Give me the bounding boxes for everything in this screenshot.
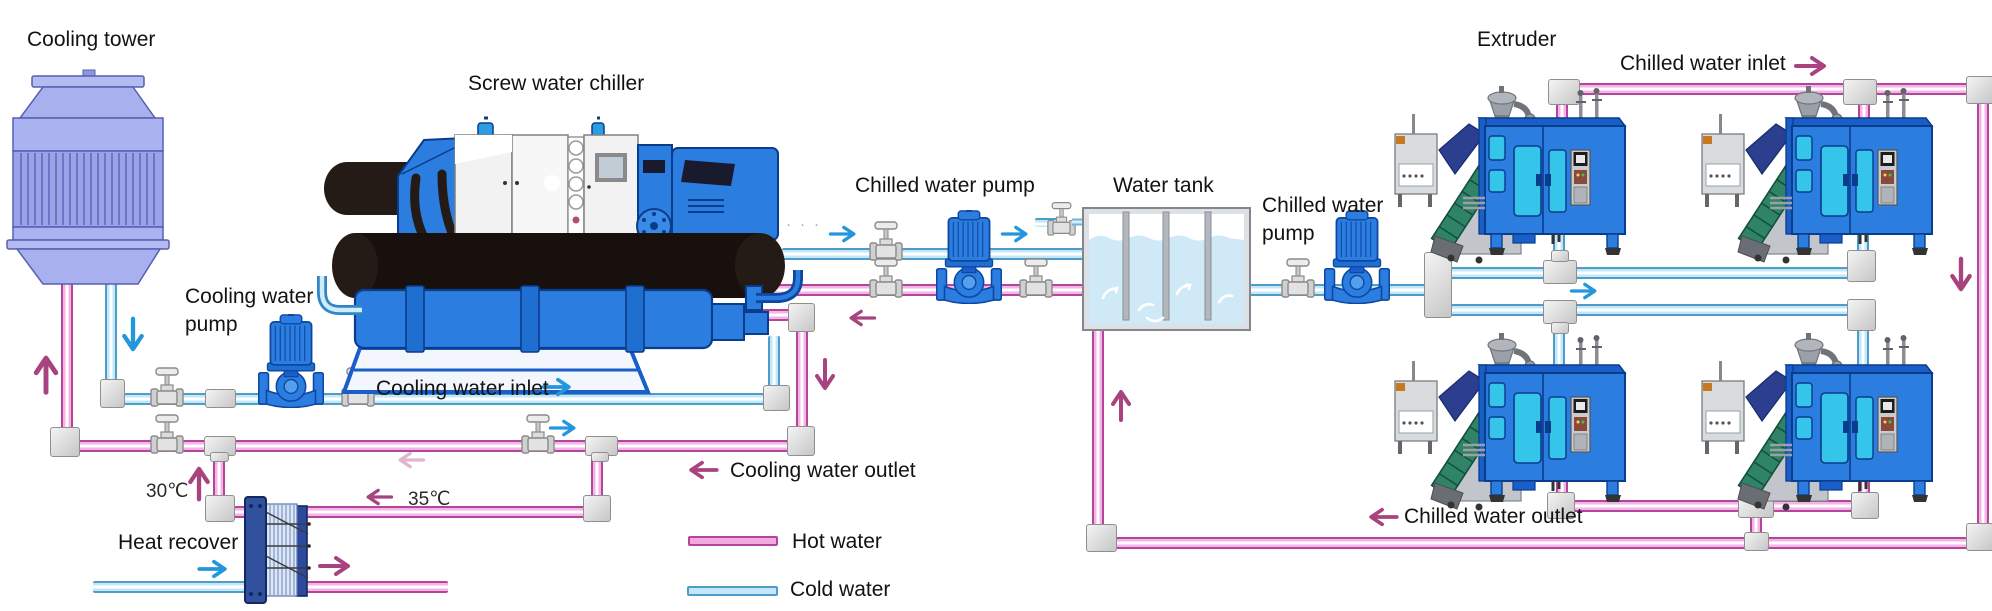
valve-cooling-inlet-1: [150, 365, 184, 407]
chilled-outlet-manifold: [1098, 537, 1982, 549]
label-extruder: Extruder: [1477, 28, 1557, 51]
legend-swatch-cold-water: [687, 586, 778, 596]
pipe-elbow: [205, 495, 235, 522]
tower-cold-downpipe: [105, 280, 117, 388]
flow-arrow-chilled-inlet: [1791, 54, 1831, 78]
pipe-elbow: [1851, 492, 1879, 519]
pipe-elbow: [1847, 299, 1876, 331]
flow-arrow-bypass: [548, 418, 578, 438]
cooling-tower-unit: [6, 69, 170, 285]
label-chilled-water-pump-2: Chilled water pump: [1262, 194, 1384, 246]
extruder-supply-manifold-lower: [1440, 304, 1860, 316]
label-water-tank: Water tank: [1113, 174, 1214, 197]
flow-arrow-30c: [186, 463, 212, 503]
valve-cooling-outlet-1: [150, 412, 184, 454]
valve-tank-outlet: [1281, 256, 1315, 298]
extruder-lr-feed: [1857, 326, 1869, 372]
pipe-elbow: [1547, 492, 1575, 519]
recover-35c-pipe: [220, 506, 598, 518]
label-heat-recover: Heat recover: [118, 531, 239, 554]
pipe-tee: [1543, 300, 1577, 324]
valve-return-left: [869, 256, 903, 298]
pipe-tee-stub: [1551, 322, 1569, 334]
label-cooling-tower: Cooling tower: [27, 28, 156, 51]
extruder-upper-left: [1393, 86, 1628, 266]
extruder-lower-left: [1393, 333, 1628, 513]
label-temp-30: 30℃: [146, 481, 189, 502]
valve-chilled-supply: [869, 219, 903, 261]
tower-hot-riser: [61, 282, 73, 435]
water-tank-unit: [1082, 207, 1251, 331]
flow-arrow-right-riser: [1948, 254, 1974, 296]
label-cooling-water-pump: Cooling water pump: [185, 285, 314, 337]
pipe-elbow: [1966, 76, 1992, 104]
pipe-tee: [1543, 260, 1577, 284]
extruder-ll-feed: [1553, 322, 1565, 372]
pipe-elbow: [583, 495, 611, 522]
flow-arrow-recover-in: [196, 558, 230, 580]
pipe-tee-stub: [1551, 250, 1569, 262]
pipe-tee: [1548, 79, 1580, 105]
flow-arrow-recover-out: [317, 554, 353, 578]
label-screw-chiller: Screw water chiller: [468, 72, 645, 95]
pipe-elbow: [100, 379, 125, 408]
flow-arrow-down-tower: [120, 315, 146, 355]
heat-recover-unit: [244, 496, 311, 604]
flow-arrow-chilled-outlet: [1364, 506, 1402, 528]
label-temp-35: 35℃: [408, 489, 451, 510]
flow-arrow-35c: [361, 487, 397, 507]
flow-arrow-up-tower: [31, 352, 61, 396]
chilled-supply-pipe: [782, 248, 1085, 260]
heat-recover-cold-inlet: [93, 581, 255, 593]
chiller-hot-downleg: [796, 326, 808, 436]
extruder-lower-right: [1700, 333, 1935, 513]
pipe-elbow: [1966, 523, 1992, 551]
tank-bottom-riser: [1092, 330, 1104, 532]
label-cooling-water-inlet: Cooling water inlet: [376, 377, 549, 400]
label-chilled-water-outlet: Chilled water outlet: [1404, 505, 1583, 528]
flow-arrow-return: [843, 308, 881, 328]
flow-arrow-chiller-down: [813, 356, 837, 394]
chiller-condenser-riser: [768, 336, 780, 398]
label-chilled-water-inlet: Chilled water inlet: [1620, 52, 1786, 75]
legend-label-hot-water: Hot water: [792, 530, 882, 553]
recover-30c-riser: [213, 452, 225, 504]
pipe-tee: [1843, 79, 1877, 105]
screw-water-chiller-unit: [317, 116, 803, 394]
pipe-tee-stub: [210, 452, 229, 462]
pipe-elbow: [1847, 250, 1876, 282]
dotted-line-decoration: ···: [786, 216, 828, 233]
pipe-tee-stub: [591, 452, 609, 462]
flow-arrow-faint-left: [396, 450, 426, 470]
pipe-coupling: [1744, 532, 1769, 551]
chilled-water-pump-unit-1: [936, 210, 1002, 304]
pipe-elbow: [1086, 524, 1117, 552]
legend-label-cold-water: Cold water: [790, 578, 891, 601]
legend-swatch-hot-water: [688, 536, 778, 546]
flow-arrow-supply-2: [999, 224, 1031, 244]
flow-arrow-extruder-supply: [1569, 281, 1599, 301]
pipe-elbow: [788, 303, 815, 332]
extruder-supply-manifold-upper: [1440, 267, 1860, 279]
pipe-elbow: [763, 385, 790, 411]
pipe-elbow: [50, 427, 80, 457]
flow-arrow-supply-1: [827, 224, 859, 244]
flow-arrow-tank-return: [1109, 385, 1133, 425]
flow-arrow-cooling-outlet: [684, 459, 722, 481]
recover-right-riser: [591, 452, 603, 508]
extruder-upper-right: [1700, 86, 1935, 266]
right-hot-riser: [1977, 96, 1989, 530]
pipe-elbow: [787, 426, 815, 456]
pipe-coupling: [205, 389, 236, 408]
label-cooling-water-outlet: Cooling water outlet: [730, 459, 916, 482]
label-chilled-water-pump-1: Chilled water pump: [855, 174, 1035, 197]
